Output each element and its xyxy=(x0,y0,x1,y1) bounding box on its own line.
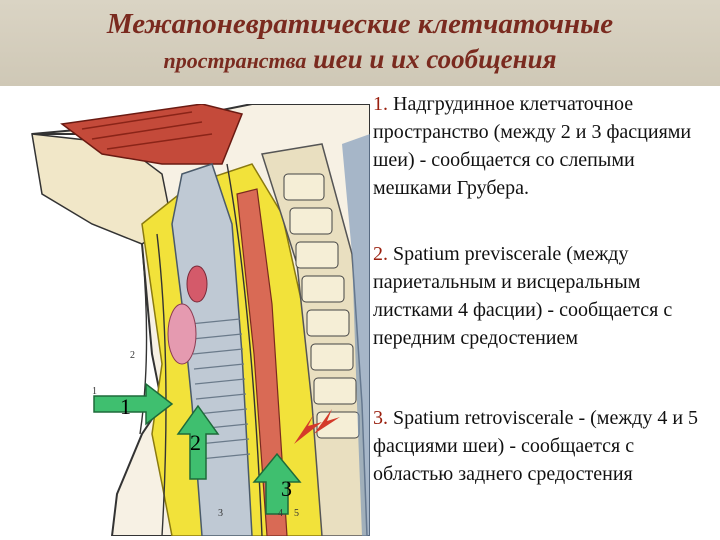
item-number: 1. xyxy=(373,93,388,115)
callout-3: 3 xyxy=(281,476,292,501)
small-label-5: 5 xyxy=(294,508,299,519)
title-band: Межапоневратические клетчаточные простра… xyxy=(0,0,720,86)
small-label-2: 2 xyxy=(130,350,135,361)
item-text: Надгрудинное клетчаточное пространство (… xyxy=(373,93,692,199)
callout-1: 1 xyxy=(120,394,131,419)
trachea xyxy=(171,163,253,536)
thyroid-gland xyxy=(167,303,197,365)
esophagus xyxy=(236,188,288,536)
small-label-4: 4 xyxy=(278,508,283,519)
item-number: 2. xyxy=(373,243,388,265)
description-item-3: 3. Spatium retroviscerale - (между 4 и 5… xyxy=(373,404,718,488)
item-text: Spatium previscerale (между париетальным… xyxy=(373,243,673,349)
title-word-small: пространства xyxy=(163,48,307,73)
slide-title-line-1: Межапоневратические клетчаточные xyxy=(106,8,614,40)
description-item-2: 2. Spatium previscerale (между париеталь… xyxy=(373,240,718,352)
slide-title-line-2: пространства шеи и их сообщения xyxy=(0,44,720,75)
green-arrows xyxy=(93,382,302,515)
item-text: Spatium retroviscerale - (между 4 и 5 фа… xyxy=(373,407,699,485)
neck-section-illustration: 2 1 3 4 5 xyxy=(31,104,370,536)
small-label-3: 3 xyxy=(218,508,223,519)
description-item-1: 1. Надгрудинное клетчаточное пространств… xyxy=(373,90,718,202)
item-number: 3. xyxy=(373,407,388,429)
title-words-large: шеи и их сообщения xyxy=(306,44,557,74)
small-label-1: 1 xyxy=(92,386,97,397)
callout-2: 2 xyxy=(190,430,201,455)
